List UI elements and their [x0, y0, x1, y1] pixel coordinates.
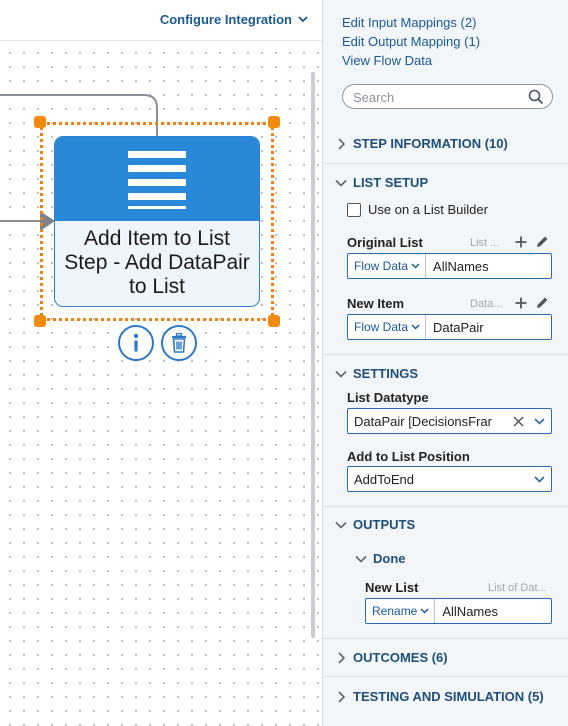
flow-canvas[interactable]: Configure Integration Add Item to List S… [0, 0, 322, 726]
chevron-down-icon [420, 608, 429, 614]
new-item-source-dropdown[interactable]: Flow Data [348, 315, 427, 339]
section-outcomes[interactable]: OUTCOMES (6) [335, 650, 448, 665]
section-outputs[interactable]: OUTPUTS [335, 517, 415, 532]
step-info-button[interactable] [118, 325, 154, 361]
search-icon[interactable] [528, 89, 544, 105]
outcome-done-toggle[interactable]: Done [355, 551, 406, 566]
trash-icon [172, 333, 186, 353]
info-icon [133, 333, 139, 352]
original-list-label: Original List [347, 235, 423, 250]
step-label-line: Add Item to List [84, 227, 230, 250]
new-list-mode-dropdown[interactable]: Rename [366, 599, 436, 623]
view-flow-data-link[interactable]: View Flow Data [342, 53, 433, 68]
step-label-line: Step - Add DataPair [64, 251, 250, 274]
section-step-information-label: STEP INFORMATION (10) [353, 136, 508, 151]
list-datatype-value: DataPair [DecisionsFrar [354, 414, 492, 429]
original-list-type-hint: List ... [470, 237, 500, 249]
chevron-down-icon [534, 476, 545, 483]
incoming-connector-top [0, 94, 158, 136]
chevron-down-icon [298, 16, 308, 23]
clear-x-icon[interactable] [513, 416, 524, 427]
outcome-done-label: Done [373, 551, 406, 566]
divider [323, 638, 568, 639]
search-box[interactable] [342, 84, 553, 109]
chevron-right-icon [338, 137, 346, 150]
chevron-down-icon [335, 179, 347, 187]
use-on-list-builder-row[interactable]: Use on a List Builder [347, 202, 488, 217]
new-list-field[interactable]: Rename AllNames [365, 598, 552, 624]
section-step-information[interactable]: STEP INFORMATION (10) [335, 136, 508, 151]
original-list-field[interactable]: Flow Data AllNames [347, 253, 552, 279]
new-list-mode-label: Rename [372, 604, 418, 618]
chevron-right-icon [338, 690, 346, 703]
step-label: Add Item to List Step - Add DataPair to … [55, 221, 259, 299]
use-on-list-builder-checkbox[interactable] [347, 202, 361, 217]
list-datatype-select[interactable]: DataPair [DecisionsFrar [347, 408, 552, 434]
original-list-source-dropdown[interactable]: Flow Data [348, 254, 427, 278]
use-on-list-builder-label: Use on a List Builder [368, 202, 488, 217]
add-item-to-list-step[interactable]: Add Item to List Step - Add DataPair to … [54, 136, 260, 307]
chevron-down-icon [411, 263, 420, 269]
resize-handle-bottom-right[interactable] [268, 315, 280, 327]
section-testing-label: TESTING AND SIMULATION (5) [353, 689, 544, 704]
chevron-down-icon [335, 521, 347, 529]
new-item-source-label: Flow Data [354, 320, 409, 334]
resize-handle-bottom-left[interactable] [34, 315, 46, 327]
new-list-value: AllNames [442, 603, 498, 619]
section-settings[interactable]: SETTINGS [335, 366, 418, 381]
chevron-right-icon [338, 651, 346, 664]
edit-input-mappings-link[interactable]: Edit Input Mappings (2) [342, 15, 477, 30]
plus-icon[interactable] [515, 297, 527, 309]
new-item-value: DataPair [433, 319, 484, 335]
canvas-header: Configure Integration [0, 0, 322, 41]
section-settings-label: SETTINGS [353, 366, 419, 381]
new-list-type-hint: List of Dat... [488, 582, 547, 594]
search-input[interactable] [353, 88, 523, 106]
step-selection-outline [40, 122, 274, 321]
new-item-type-hint: Data... [470, 298, 503, 310]
connector-arrow-icon [40, 211, 55, 231]
list-datatype-label: List Datatype [347, 390, 429, 405]
step-node-header [55, 137, 259, 221]
add-to-list-position-select[interactable]: AddToEnd [347, 466, 552, 492]
chevron-down-icon [355, 555, 367, 563]
flow-connectors [0, 94, 158, 231]
chevron-down-icon [534, 418, 545, 425]
section-outcomes-label: OUTCOMES (6) [353, 650, 448, 665]
pencil-icon[interactable] [536, 296, 549, 309]
resize-handle-top-right[interactable] [268, 116, 280, 128]
list-icon [128, 151, 186, 209]
section-list-setup[interactable]: LIST SETUP [335, 175, 428, 190]
chevron-down-icon [335, 370, 347, 378]
divider [323, 354, 568, 355]
configure-integration-label: Configure Integration [159, 12, 292, 27]
divider [323, 676, 568, 677]
canvas-scrollbar[interactable] [311, 72, 315, 638]
new-list-label: New List [365, 580, 419, 595]
pencil-icon[interactable] [536, 235, 549, 248]
plus-icon[interactable] [515, 236, 527, 248]
section-outputs-label: OUTPUTS [353, 517, 416, 532]
step-delete-button[interactable] [161, 325, 197, 361]
resize-handle-top-left[interactable] [34, 116, 46, 128]
new-item-label: New Item [347, 296, 405, 311]
original-list-source-label: Flow Data [354, 259, 409, 273]
add-to-list-position-label: Add to List Position [347, 449, 470, 464]
section-list-setup-label: LIST SETUP [353, 175, 429, 190]
divider [323, 163, 568, 164]
edit-output-mapping-link[interactable]: Edit Output Mapping (1) [342, 34, 481, 49]
chevron-down-icon [411, 324, 420, 330]
add-to-list-position-value: AddToEnd [354, 472, 414, 487]
properties-panel: Edit Input Mappings (2) Edit Output Mapp… [322, 0, 568, 726]
new-item-field[interactable]: Flow Data DataPair [347, 314, 552, 340]
configure-integration-button[interactable]: Configure Integration [160, 12, 308, 27]
divider [323, 506, 568, 507]
original-list-value: AllNames [433, 258, 489, 274]
section-testing-and-simulation[interactable]: TESTING AND SIMULATION (5) [335, 689, 544, 704]
step-label-line: to List [128, 275, 186, 298]
